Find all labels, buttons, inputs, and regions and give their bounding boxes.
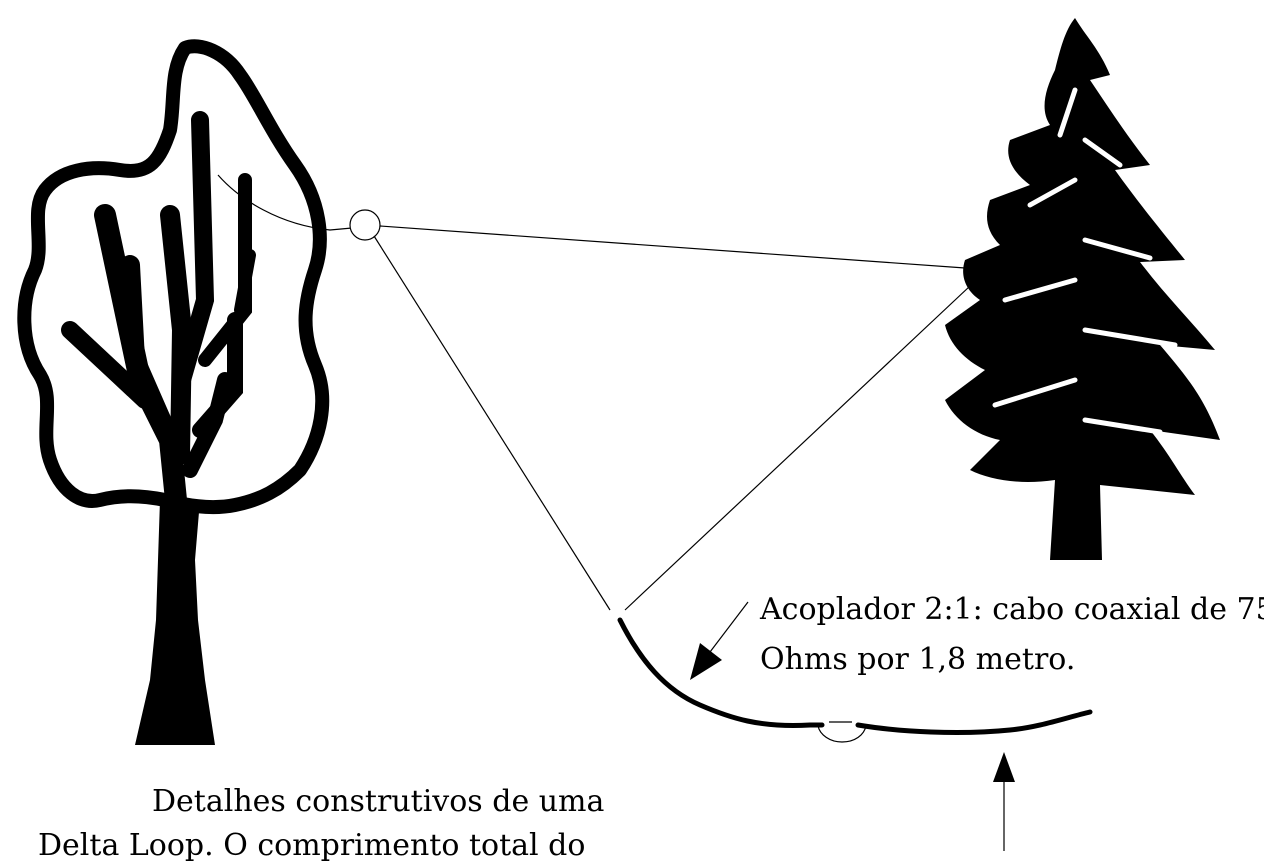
insulator-right-icon — [964, 262, 992, 290]
coupler-note-line-1: Acoplador 2:1: cabo coaxial de 75 — [760, 592, 1264, 627]
coupler-note-line-2: Ohms por 1,8 metro. — [760, 642, 1076, 677]
deciduous-tree-branches — [61, 111, 256, 531]
coupler-arrow-icon — [690, 601, 749, 680]
coax-matching-section — [617, 617, 1093, 735]
deciduous-tree-crown — [17, 39, 330, 515]
feedline-arrow-icon — [993, 752, 1015, 851]
pine-tree-layers — [992, 87, 1178, 435]
pine-tree-foliage — [945, 18, 1220, 560]
deciduous-tree-icon — [17, 39, 330, 745]
caption-line-2: Delta Loop. O comprimento total do — [38, 828, 586, 863]
caption-line-1: Detalhes construtivos de uma — [152, 784, 605, 819]
support-rope-left — [217, 174, 353, 231]
delta-loop-wires — [373, 225, 971, 611]
deciduous-tree-trunk — [135, 500, 215, 745]
pine-tree-icon — [945, 18, 1220, 560]
insulator-left-icon — [349, 209, 381, 241]
coax-connector-icon — [817, 725, 867, 743]
